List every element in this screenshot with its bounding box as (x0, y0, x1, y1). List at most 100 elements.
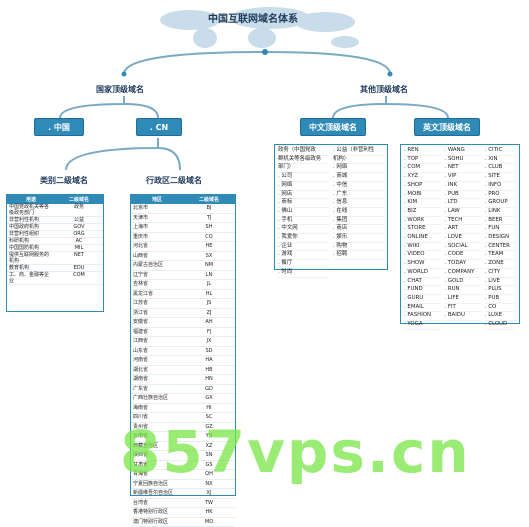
list-item: . 商城 (333, 173, 384, 182)
list-item: . CENTER (485, 243, 516, 252)
row-label: 澳门特别行政区 (131, 518, 183, 527)
list-item: . RUN (444, 286, 481, 295)
list-item: . 信息 (333, 199, 384, 208)
list-item: . XIN (485, 156, 516, 165)
row-domain: JL (183, 280, 235, 289)
row-label: 上海市 (131, 223, 183, 232)
list-item: . GROUP (485, 199, 516, 208)
list-item: 政务（中国党政 (278, 147, 329, 156)
list-item: . 公益（非营利性 (333, 147, 384, 156)
row-domain: 公益 (55, 217, 103, 223)
row-domain: HI (183, 404, 235, 413)
list-item: . 商店 (333, 225, 384, 234)
row-label: 中国国防机构 (7, 245, 55, 251)
row-domain: AC (55, 238, 103, 244)
list-item: . 我爱你 (278, 234, 329, 243)
list-item: . GOLD (444, 278, 481, 287)
list-item: . ART (444, 225, 481, 234)
row-label: 工、商、金融等企业 (7, 272, 55, 284)
list-item: . FASHION (404, 312, 441, 321)
list-item: . 网店 (278, 191, 329, 200)
row-label: 福建省 (131, 328, 183, 337)
row-domain: EDU (55, 265, 103, 271)
list-item: . COM (404, 164, 441, 173)
list-item: . SOCIAL (444, 243, 481, 252)
cn-chinese-tld-box: . 中国 (34, 118, 84, 136)
list-item: . ZONE (485, 260, 516, 269)
row-domain: ZJ (183, 309, 235, 318)
list-item: . LUXE (485, 312, 516, 321)
list-item: . PLUS (485, 286, 516, 295)
list-item: . WIKI (404, 243, 441, 252)
list-item: . 网络 (278, 182, 329, 191)
column-header: 用途 (7, 195, 55, 204)
list-item: . 中文网 (278, 225, 329, 234)
row-domain: JS (183, 299, 235, 308)
row-domain: COM (55, 272, 103, 284)
row-domain: HK (183, 508, 235, 517)
row-domain: HL (183, 290, 235, 299)
row-label: 中国政府机构 (7, 224, 55, 230)
list-item: 部门） (278, 164, 329, 173)
row-label: 天津市 (131, 214, 183, 223)
row-label: 湖南省 (131, 375, 183, 384)
row-label: 新疆维吾尔自治区 (131, 489, 183, 498)
english-tld-box: 英文顶级域名 (414, 118, 480, 136)
list-item: . REN (404, 147, 441, 156)
list-item: . LIVE (485, 278, 516, 287)
row-domain: BJ (183, 204, 235, 213)
list-item: . FUN (485, 225, 516, 234)
column-header: 二级域名 (183, 195, 235, 204)
row-domain: ORG (55, 231, 103, 237)
list-item: . SHOP (404, 182, 441, 191)
list-item: . LIFE (444, 295, 481, 304)
row-domain: SH (183, 223, 235, 232)
column-header: 二级域名 (55, 195, 103, 204)
row-domain: HN (183, 375, 235, 384)
row-domain: MO (183, 518, 235, 527)
row-label: 山东省 (131, 347, 183, 356)
watermark: 857vps.cn (120, 418, 471, 486)
chinese-tld-box: 中文顶级域名 (300, 118, 366, 136)
list-item: . TECH (444, 217, 481, 226)
table-row: 非营利性机构公益 (7, 217, 103, 224)
row-label: 浙江省 (131, 309, 183, 318)
diagram-title: 中国互联网域名体系 (208, 10, 298, 25)
list-item: . COMPANY (444, 269, 481, 278)
row-label: 中国党政机关等各级政务部门 (7, 204, 55, 216)
list-item: . PUB (485, 295, 516, 304)
list-item: . CITY (485, 269, 516, 278)
row-domain: TJ (183, 214, 235, 223)
list-item: . 娱乐 (333, 234, 384, 243)
list-item: . KIM (404, 199, 441, 208)
list-item: . INK (444, 182, 481, 191)
list-item: . GURU (404, 295, 441, 304)
row-domain: CQ (183, 233, 235, 242)
row-domain: HE (183, 242, 235, 251)
list-item: . PRO (485, 191, 516, 200)
list-item: . WANG (444, 147, 481, 156)
list-item: . VIDEO (404, 251, 441, 260)
row-label: 黑龙江省 (131, 290, 183, 299)
list-item: . EMAIL (404, 304, 441, 313)
list-item: . WORLD (404, 269, 441, 278)
national-tld-label: 国家顶级域名 (96, 84, 144, 95)
list-item: . BIZ (404, 208, 441, 217)
row-domain: HB (183, 366, 235, 375)
